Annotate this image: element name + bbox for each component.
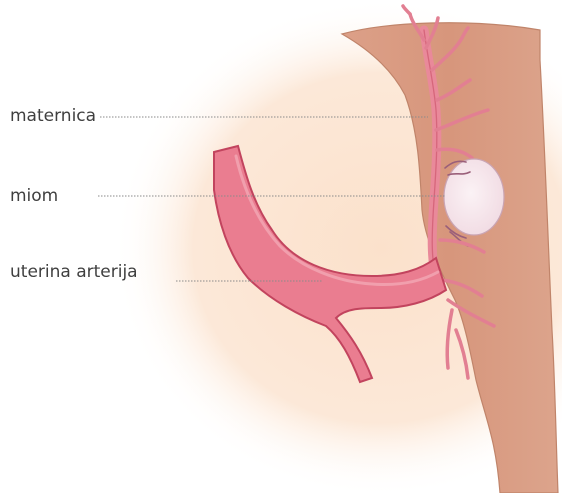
label-uterine-artery: uterina arterija <box>10 262 138 282</box>
label-fibroid: miom <box>10 186 58 206</box>
fibroid <box>444 159 504 235</box>
label-uterus: maternica <box>10 106 96 126</box>
